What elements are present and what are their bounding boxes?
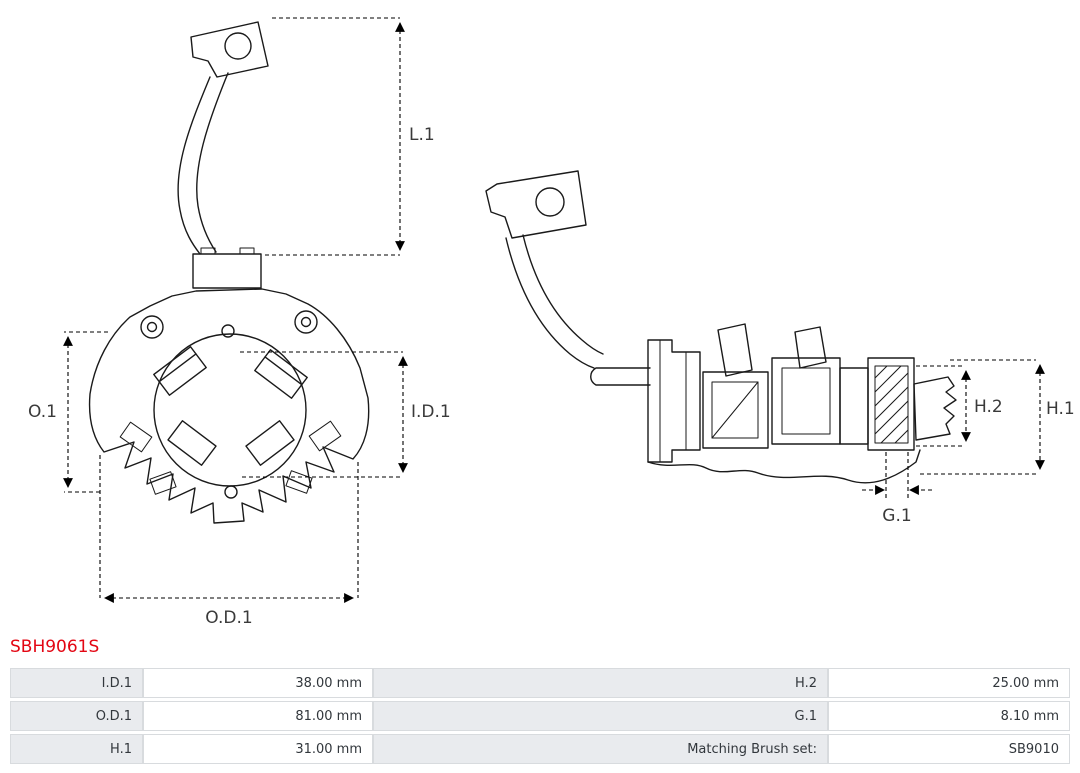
spec-value-matching-brush-set: SB9010	[828, 734, 1070, 764]
spec-value-h1: 31.00 mm	[143, 734, 373, 764]
dim-label-g1: G.1	[882, 506, 911, 526]
side-view-drawing	[485, 170, 957, 484]
spec-table: I.D.1 38.00 mm H.2 25.00 mm O.D.1 81.00 …	[10, 665, 1070, 767]
dim-label-o1: O.1	[28, 402, 57, 422]
front-view-dimension-lines	[63, 17, 408, 603]
dim-label-h2: H.2	[974, 397, 1003, 417]
spec-value-h2: 25.00 mm	[828, 668, 1070, 698]
spec-value-id1: 38.00 mm	[143, 668, 373, 698]
spec-row: O.D.1 81.00 mm G.1 8.10 mm	[10, 701, 1070, 731]
spec-label-matching-brush-set: Matching Brush set:	[373, 734, 828, 764]
side-view-dimension-lines	[862, 359, 1045, 498]
spec-value-od1: 81.00 mm	[143, 701, 373, 731]
front-view-drawing	[88, 21, 370, 524]
technical-drawing: L.1 O.1 I.D.1 O.D.1	[28, 17, 1075, 628]
dim-label-id1: I.D.1	[411, 402, 451, 422]
spec-value-g1: 8.10 mm	[828, 701, 1070, 731]
dim-label-h1: H.1	[1046, 399, 1075, 419]
spec-row: I.D.1 38.00 mm H.2 25.00 mm	[10, 668, 1070, 698]
spec-label-g1: G.1	[373, 701, 828, 731]
dim-label-l1: L.1	[409, 125, 435, 145]
part-number: SBH9061S	[10, 637, 100, 657]
spec-label-h2: H.2	[373, 668, 828, 698]
dim-label-od1: O.D.1	[205, 608, 252, 628]
spec-label-id1: I.D.1	[10, 668, 143, 698]
spec-label-od1: O.D.1	[10, 701, 143, 731]
spec-label-h1: H.1	[10, 734, 143, 764]
spec-row: H.1 31.00 mm Matching Brush set: SB9010	[10, 734, 1070, 764]
